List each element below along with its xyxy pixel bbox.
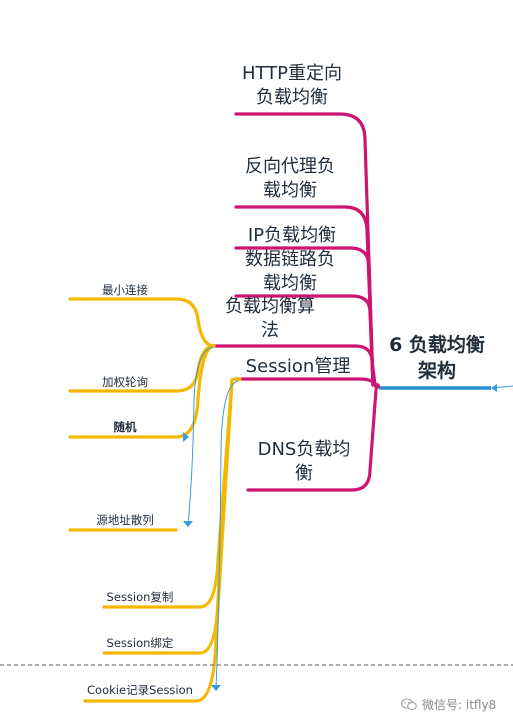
branch-label-line1: IP负载均衡 [247,225,337,246]
root-link-arrow [491,384,497,392]
branch-label-line2: 法 [261,319,279,341]
connector-algorithm [212,344,377,387]
branch-label-line2: 负载均衡 [256,86,328,108]
link-arrow-cookie [211,685,221,691]
connector-data-link [234,294,375,387]
root-node[interactable]: 6 负载均衡 架构 [378,333,496,384]
connector-weighted-rr [68,344,216,393]
connector-random [68,344,216,439]
branch-reverse-proxy[interactable]: 反向代理负 载均衡 [230,155,350,203]
branch-label-line2: 载均衡 [263,272,317,294]
root-node-dot [374,383,380,389]
leaf-session-binding[interactable]: Session绑定 [106,636,174,650]
branch-label-line1: DNS负载均 [257,439,351,460]
branch-http-redirect[interactable]: HTTP重定向 负载均衡 [232,62,352,110]
connector-least-connection [68,297,216,348]
link-arrow-source-hash [183,521,193,527]
branch-label-line2: 衡 [295,462,313,484]
branch-label-line1: Session管理 [245,356,351,377]
leaf-weighted-round-robin[interactable]: 加权轮询 [102,375,148,389]
watermark-text: 微信号: itfly8 [422,698,497,712]
connector-session [234,377,378,387]
branch-label-line1: HTTP重定向 [241,63,343,84]
link-algorithm-source-hash [187,346,214,527]
connector-session-replication [102,377,242,609]
branch-label-line1: 负载均衡算 [225,296,315,317]
link-arrow-random [183,432,189,442]
root-label-line2: 架构 [417,359,456,382]
branch-label-line1: 反向代理负 [245,156,335,177]
connector-cookie-session [83,378,234,703]
leaf-random[interactable]: 随机 [113,420,137,434]
branch-dns[interactable]: DNS负载均 衡 [244,438,364,486]
connector-dns [246,388,378,492]
branch-algorithm[interactable]: 负载均衡算 法 [210,295,330,343]
wechat-icon [401,698,417,711]
leaf-least-connection[interactable]: 最小连接 [102,283,148,297]
leaf-session-replication[interactable]: Session复制 [106,590,174,604]
leaf-source-hash[interactable]: 源地址散列 [96,513,154,527]
connector-reverse-proxy [234,205,375,387]
branch-data-link[interactable]: 数据链路负 载均衡 [230,248,350,296]
branch-label-line2: 载均衡 [263,179,317,201]
connector-ip [234,246,375,387]
leaf-cookie-session[interactable]: Cookie记录Session [87,683,193,697]
connector-http-redirect [234,112,375,387]
watermark: 微信号: itfly8 [401,696,496,713]
branch-ip[interactable]: IP负载均衡 [232,224,352,248]
root-label-line1: 6 负载均衡 [389,334,485,356]
branch-session[interactable]: Session管理 [236,355,360,379]
link-session-cookie [215,380,239,691]
branch-label-line1: 数据链路负 [245,249,335,270]
